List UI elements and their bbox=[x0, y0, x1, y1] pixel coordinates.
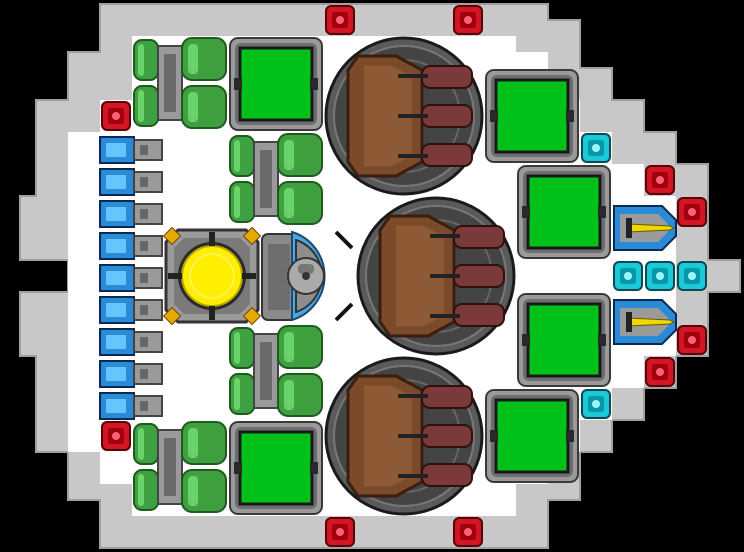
cargo-bay-icon[interactable] bbox=[484, 388, 580, 484]
thruster-icon[interactable] bbox=[99, 296, 163, 324]
heavy-cannon-icon[interactable] bbox=[324, 356, 484, 516]
cyan-hardpoint-icon[interactable] bbox=[581, 133, 611, 163]
red-hardpoint-icon[interactable] bbox=[677, 197, 707, 227]
cyan-hardpoint-icon[interactable] bbox=[581, 389, 611, 419]
cargo-bay-icon[interactable] bbox=[228, 36, 324, 132]
red-hardpoint-icon[interactable] bbox=[453, 5, 483, 35]
shield-dome-icon[interactable] bbox=[261, 230, 354, 322]
red-hardpoint-icon[interactable] bbox=[677, 325, 707, 355]
thruster-icon[interactable] bbox=[99, 264, 163, 292]
red-hardpoint-icon[interactable] bbox=[325, 5, 355, 35]
cyan-hardpoint-icon[interactable] bbox=[677, 261, 707, 291]
cyan-hardpoint-icon[interactable] bbox=[613, 261, 643, 291]
cargo-bay-icon[interactable] bbox=[484, 68, 580, 164]
thruster-icon[interactable] bbox=[99, 200, 163, 228]
red-hardpoint-icon[interactable] bbox=[645, 165, 675, 195]
thruster-icon[interactable] bbox=[99, 168, 163, 196]
thruster-icon[interactable] bbox=[99, 232, 163, 260]
heavy-cannon-icon[interactable] bbox=[324, 36, 484, 196]
cargo-bay-icon[interactable] bbox=[516, 164, 612, 260]
red-hardpoint-icon[interactable] bbox=[101, 101, 131, 131]
red-hardpoint-icon[interactable] bbox=[453, 517, 483, 547]
missile-launcher-icon[interactable] bbox=[613, 299, 677, 345]
missile-launcher-icon[interactable] bbox=[613, 205, 677, 251]
thruster-icon[interactable] bbox=[99, 392, 163, 420]
reactor-core-icon[interactable] bbox=[162, 226, 262, 326]
cargo-bay-icon[interactable] bbox=[516, 292, 612, 388]
red-hardpoint-icon[interactable] bbox=[645, 357, 675, 387]
cyan-hardpoint-icon[interactable] bbox=[645, 261, 675, 291]
heavy-cannon-icon[interactable] bbox=[356, 196, 516, 356]
thruster-icon[interactable] bbox=[99, 136, 163, 164]
cargo-bay-icon[interactable] bbox=[228, 420, 324, 516]
red-hardpoint-icon[interactable] bbox=[101, 421, 131, 451]
red-hardpoint-icon[interactable] bbox=[325, 517, 355, 547]
thruster-icon[interactable] bbox=[99, 328, 163, 356]
thruster-icon[interactable] bbox=[99, 360, 163, 388]
